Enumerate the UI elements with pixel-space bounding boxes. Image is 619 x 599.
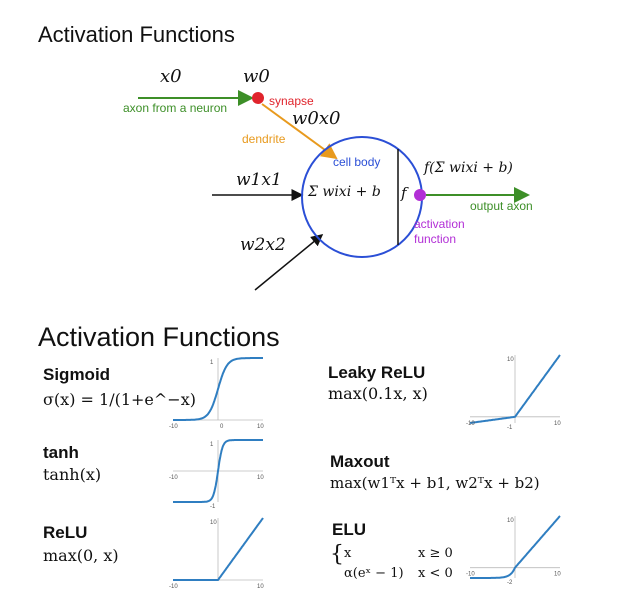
- relu-tick-xmax: 10: [257, 584, 264, 590]
- sigmoid-tick-xmax: 10: [257, 424, 264, 430]
- leaky-relu-name: Leaky ReLU: [328, 363, 426, 382]
- elu-tick-xmax: 10: [554, 572, 561, 578]
- leaky-relu-tick-xmin: -10: [466, 421, 475, 427]
- elu-cond1: x ≥ 0: [418, 546, 453, 561]
- relu-formula: max(0, x): [43, 546, 119, 565]
- leaky-relu-tick-ymin: -1: [507, 425, 513, 431]
- label-cell-body: cell body: [333, 155, 381, 169]
- relu-name: ReLU: [43, 523, 88, 542]
- sigmoid-tick-zero: 0: [220, 424, 224, 430]
- elu-cond2: x < 0: [418, 566, 453, 581]
- tanh-tick-xmax: 10: [257, 475, 264, 481]
- maxout-name: Maxout: [330, 452, 390, 471]
- elu-tick-xmin: -10: [466, 572, 475, 578]
- label-w1x1: w1x1: [236, 170, 282, 190]
- elu-tick-ymax: 10: [507, 518, 514, 524]
- relu-tick-xmin: -10: [169, 584, 178, 590]
- label-synapse: synapse: [269, 94, 314, 108]
- diagram-title: Activation Functions: [38, 22, 235, 47]
- tanh-tick-ymin: -1: [210, 504, 216, 510]
- elu-curve: [470, 515, 561, 579]
- label-dendrite: dendrite: [242, 132, 286, 146]
- tanh-curve: [173, 439, 263, 503]
- relu-tick-ymax: 10: [210, 520, 217, 526]
- tanh-tick-ymax: 1: [210, 442, 214, 448]
- elu-brace: {: [330, 542, 344, 567]
- sigmoid-formula: σ(x) = 1/(1+e^−x): [43, 390, 196, 409]
- leaky-relu-tick-ymax: 10: [507, 357, 514, 363]
- synapse-dot: [252, 92, 264, 104]
- sigmoid-name: Sigmoid: [43, 365, 111, 384]
- sigmoid-curve: [173, 357, 263, 421]
- leaky-relu-tick-xmax: 10: [554, 421, 561, 427]
- tanh-name: tanh: [43, 443, 79, 462]
- sigmoid-tick-ymax: 1: [210, 360, 214, 366]
- label-output-expression: f(Σ wixi + b): [424, 160, 513, 176]
- label-w2x2: w2x2: [240, 235, 286, 255]
- label-x0: x0: [160, 66, 182, 87]
- elu-case1: x: [344, 546, 352, 561]
- sigmoid-tick-xmin: -10: [169, 424, 178, 430]
- label-sum-expression: Σ wixi + b: [308, 184, 381, 200]
- label-activation-function: activation function: [414, 217, 465, 246]
- functions-title: Activation Functions: [38, 322, 280, 352]
- elu-name: ELU: [332, 520, 366, 539]
- leaky-relu-curve: [469, 354, 561, 424]
- activation-dot: [414, 189, 426, 201]
- dendrite-line: [261, 103, 338, 160]
- w2x2-arrow: [254, 234, 324, 291]
- elu-tick-ymin: -2: [507, 580, 513, 586]
- maxout-formula: max(w1ᵀx + b1, w2ᵀx + b2): [330, 474, 540, 492]
- label-output-axon: output axon: [470, 199, 533, 213]
- label-w0x0: w0x0: [292, 108, 341, 129]
- neuron-diagram: [138, 90, 530, 291]
- tanh-tick-xmin: -10: [169, 475, 178, 481]
- elu-case2: α(eˣ − 1): [344, 566, 404, 581]
- relu-curve: [173, 517, 264, 581]
- label-axon-from-neuron: axon from a neuron: [123, 101, 228, 115]
- tanh-formula: tanh(x): [43, 465, 102, 484]
- label-f: f: [401, 184, 407, 202]
- leaky-relu-formula: max(0.1x, x): [328, 384, 428, 403]
- label-w0: w0: [243, 66, 270, 87]
